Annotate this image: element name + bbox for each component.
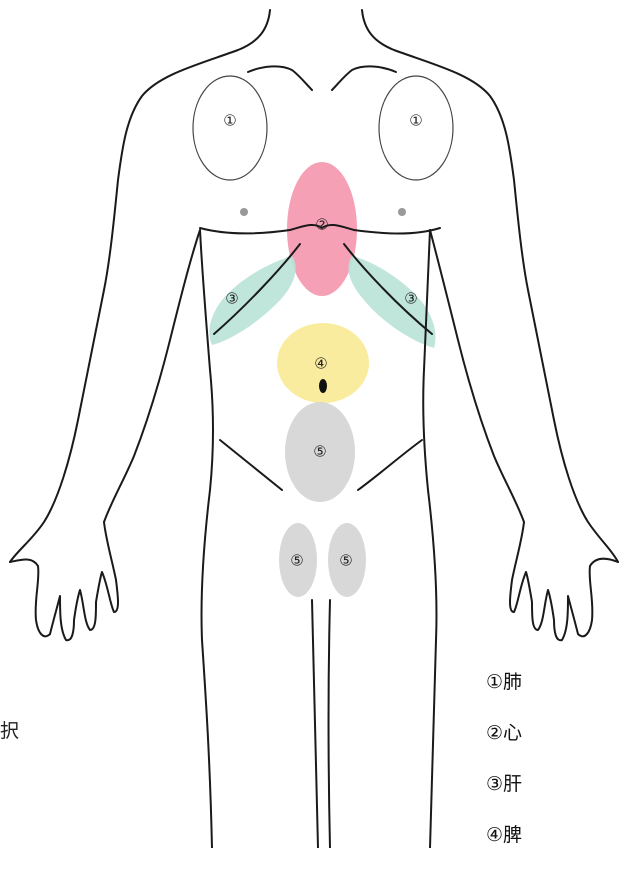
liver-zone-left	[209, 256, 295, 345]
legend-item-lung: ①肺	[486, 668, 606, 705]
legend-item-heart: ②心	[486, 719, 606, 756]
lower-left-label: ⑤	[290, 552, 303, 570]
right-nipple	[398, 208, 406, 216]
spleen-label: ④	[314, 355, 327, 373]
liver-zone-right	[348, 256, 435, 348]
liver-left-label: ③	[225, 290, 238, 308]
navel	[319, 379, 327, 393]
lower-center-label: ⑤	[313, 443, 326, 461]
heart-label: ②	[315, 216, 328, 234]
side-text: 択	[0, 716, 19, 743]
liver-right-label: ③	[404, 290, 417, 308]
lower-right-label: ⑤	[339, 552, 352, 570]
legend-item-liver: ③肝	[486, 770, 606, 807]
left-nipple	[240, 208, 248, 216]
legend-item-spleen: ④脾	[486, 821, 606, 858]
lung-left-label: ①	[223, 112, 236, 130]
legend: ①肺 ②心 ③肝 ④脾	[486, 668, 606, 872]
lung-right-label: ①	[409, 112, 422, 130]
